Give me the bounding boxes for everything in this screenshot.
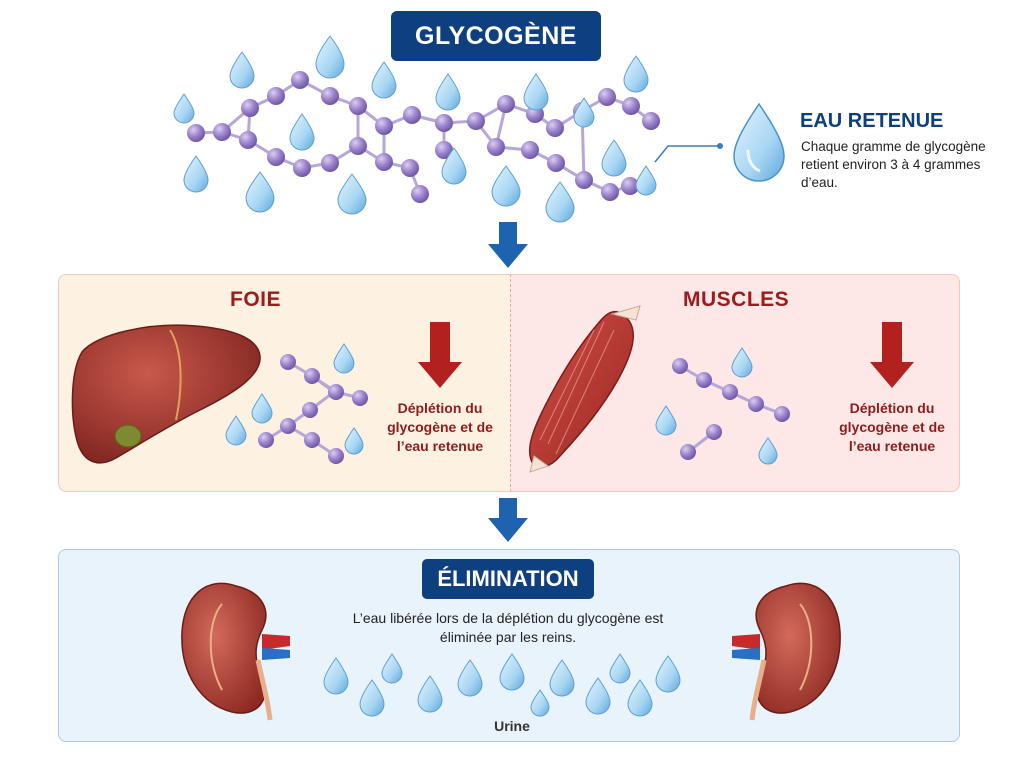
water-droplets-top <box>173 35 657 223</box>
callout-connector <box>654 145 720 163</box>
kidney-icon-left <box>181 582 290 721</box>
kidney-icon-right <box>732 582 841 721</box>
muscles-title: MUSCLES <box>683 288 790 311</box>
muscle-icon <box>528 305 641 473</box>
muscles-depletion-text: Déplétion du glycogène et de l’eau reten… <box>839 400 945 454</box>
urine-label: Urine <box>494 718 530 734</box>
liver-icon <box>71 324 261 464</box>
urine-droplets <box>323 653 681 717</box>
muscle-droplets <box>655 347 778 465</box>
liver-title: FOIE <box>230 288 282 311</box>
liver-depletion-text: Déplétion du glycogène et de l’eau reten… <box>387 400 493 454</box>
main-title: GLYCOGÈNE <box>391 11 601 61</box>
glycogen-units <box>187 71 660 203</box>
water-drop-icon <box>733 102 785 182</box>
liver-glycogen <box>258 354 368 464</box>
elimination-description: L’eau libérée lors de la déplétion du gl… <box>352 610 664 645</box>
elimination-title: ÉLIMINATION <box>422 559 594 599</box>
arrow-down-red-icon <box>418 322 462 388</box>
water-title: EAU RETENUE <box>800 110 944 132</box>
arrow-down-red-icon <box>870 322 914 388</box>
water-description: Chaque gramme de glycogène retient envir… <box>801 139 986 190</box>
arrow-down-icon <box>488 222 528 268</box>
callout-dot <box>717 143 723 149</box>
arrow-down-icon <box>488 498 528 542</box>
muscle-glycogen <box>672 358 790 460</box>
liver-droplets <box>225 343 364 455</box>
